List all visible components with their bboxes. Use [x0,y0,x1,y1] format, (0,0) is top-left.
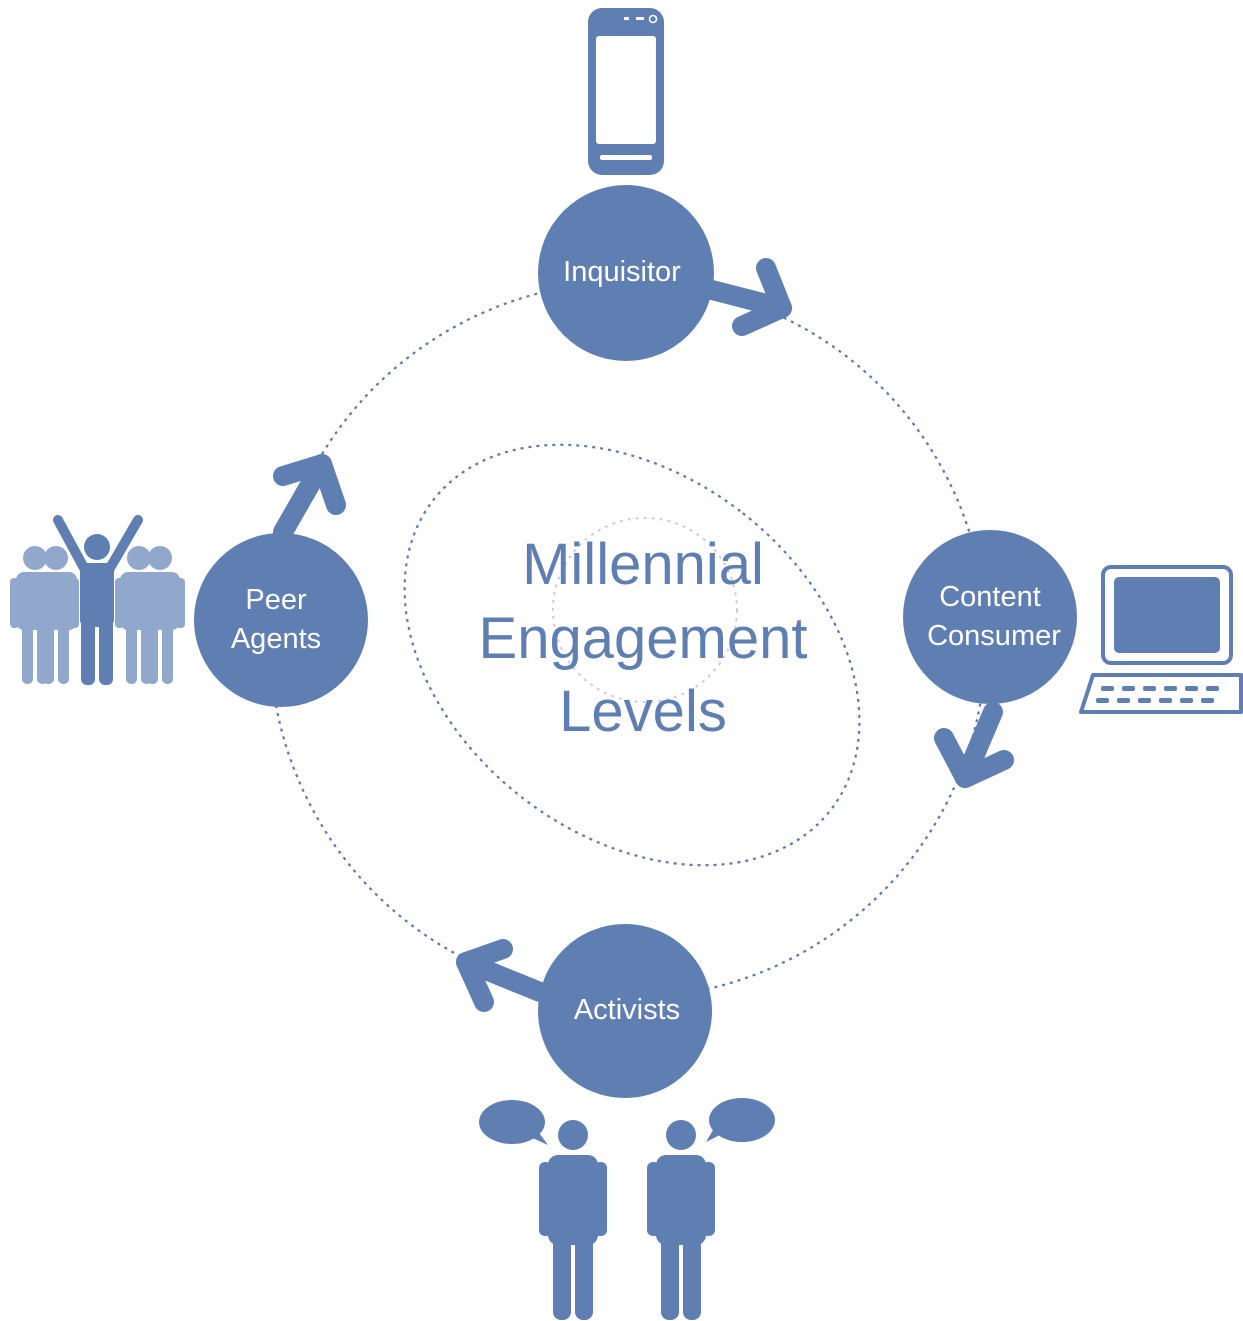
node-content-consumer-line-1: Content [939,581,1041,613]
node-peer-agents: Peer Agents [194,533,368,707]
title-line-2: Engagement [479,606,808,671]
title-line-1: Millennial [522,532,764,597]
node-inquisitor: Inquisitor [538,185,714,361]
cheering-crowd-icon [10,515,185,685]
inner-faint-ring [552,517,738,703]
middle-ring [403,443,861,867]
central-title: Millennial Engagement Levels [479,532,808,744]
node-peer-agents-line-2: Agents [231,623,321,655]
node-content-consumer: Content Consumer [903,530,1077,704]
arrow-inquisitor-to-consumer [702,258,792,336]
arrow-consumer-to-activists [934,702,1014,788]
title-line-3: Levels [559,679,727,744]
smartphone-icon [588,8,664,175]
node-activists-label: Activists [574,994,680,1026]
arrow-peer-agents-to-inquisitor [273,454,346,542]
node-peer-agents-line-1: Peer [245,584,307,616]
laptop-icon [1079,565,1243,714]
arrow-activists-to-peer-agents [456,939,550,1012]
node-content-consumer-line-2: Consumer [927,620,1061,652]
node-inquisitor-label: Inquisitor [563,256,681,288]
node-activists: Activists [538,924,712,1098]
two-people-talking-icon [479,1098,775,1320]
